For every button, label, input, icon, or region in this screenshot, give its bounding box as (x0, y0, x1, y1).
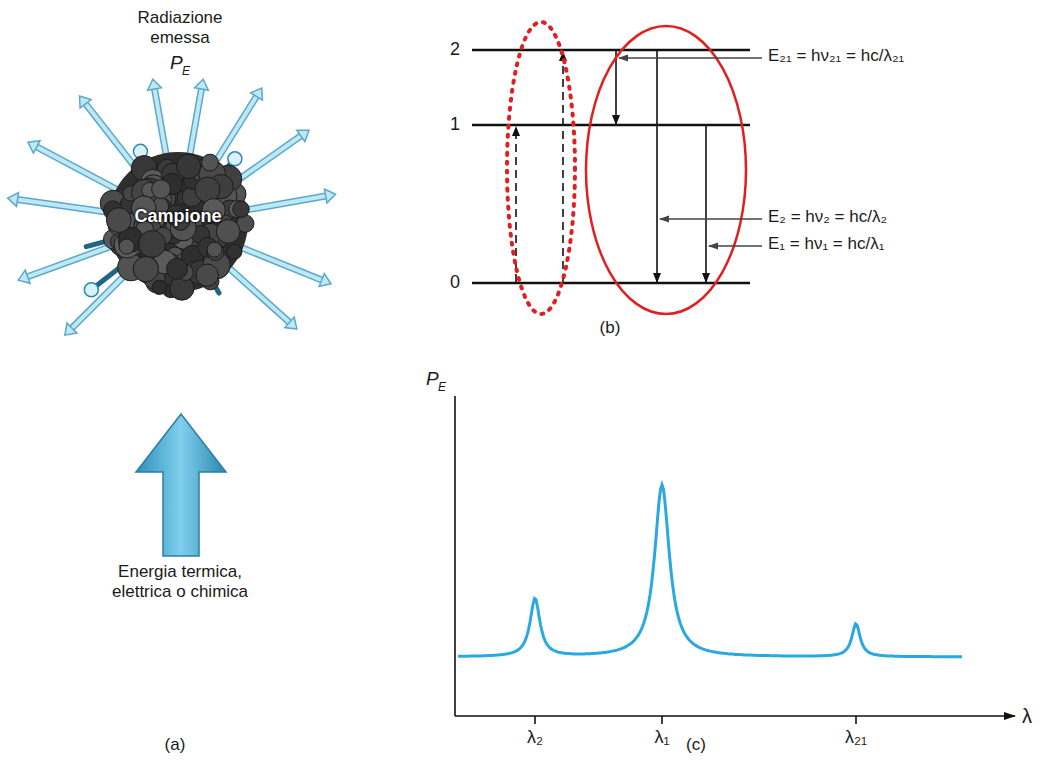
panel-letter: (a) (140, 735, 210, 755)
energy-source-caption: Energia termica, elettrica o chimica (90, 562, 270, 603)
absorption-oval (507, 22, 575, 314)
emission-caption: Radiazione emessa (110, 8, 250, 49)
energy-input-arrow (136, 414, 226, 556)
power-symbol: P (426, 368, 439, 391)
panel-letter: (c) (661, 735, 731, 755)
level-number: 1 (450, 114, 460, 136)
power-subscript: E (438, 380, 446, 394)
energy-levels (472, 50, 750, 283)
power-subscript: E (182, 64, 190, 78)
spectrum-axes (455, 396, 1015, 724)
axis-label: λ (1022, 704, 1032, 728)
level-number: 2 (450, 39, 460, 61)
transition-energy: E₂₁ = hν₂₁ = hc/λ₂₁ (768, 46, 904, 66)
power-symbol: P (170, 52, 183, 75)
emission-arrows (616, 51, 706, 282)
wavelength-tick: λ₂ (510, 727, 560, 749)
emission-spectrum (458, 485, 962, 657)
wavelength-tick: λ₂₁ (826, 727, 886, 749)
sample-blob: Campione (93, 137, 263, 307)
panel-letter: (b) (575, 318, 645, 338)
sample-label: Campione (93, 206, 263, 227)
emission-oval (586, 26, 746, 314)
emitted-rays (8, 79, 336, 335)
absorption-arrows (516, 52, 563, 282)
transition-energy: E₁ = hν₁ = hc/λ₁ (768, 234, 884, 254)
wavelength-tick: λ₁ (637, 727, 687, 749)
transition-energy: E₂ = hν₂ = hc/λ₂ (768, 207, 887, 227)
level-number: 0 (450, 272, 460, 294)
leader-lines (619, 58, 762, 246)
